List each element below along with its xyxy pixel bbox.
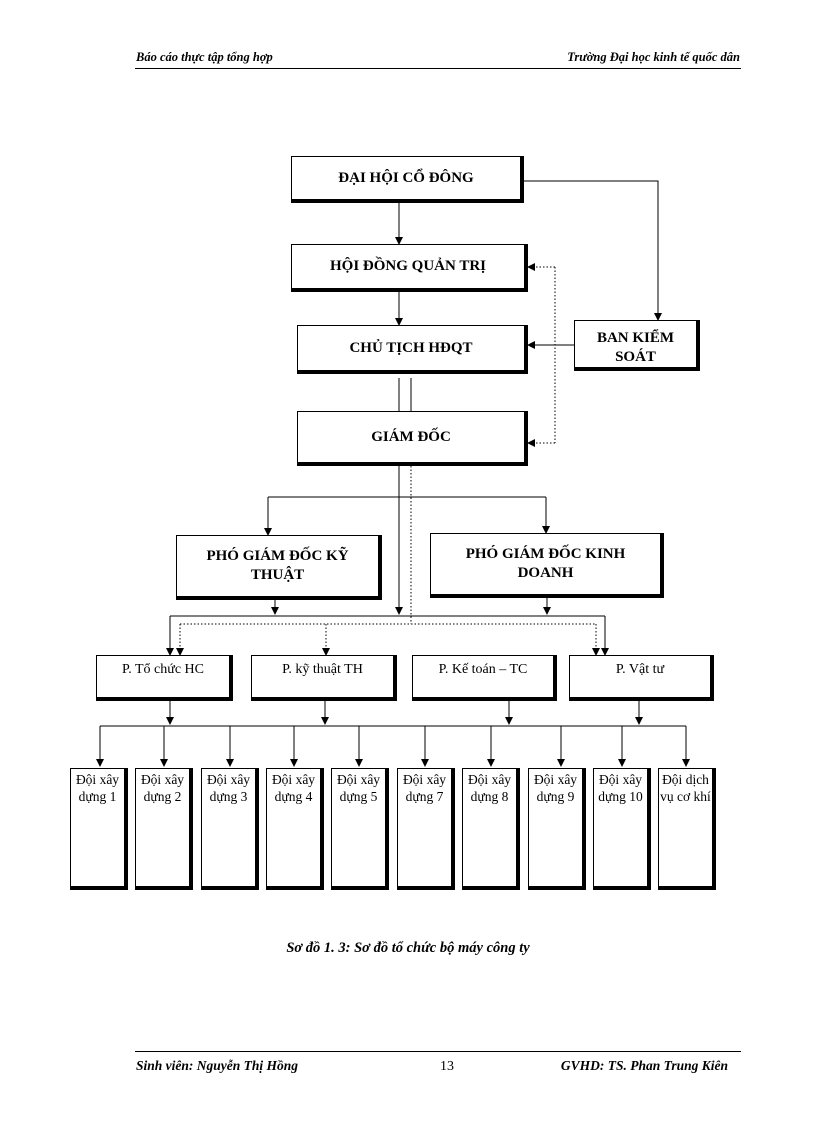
page-number: 13: [440, 1059, 454, 1074]
header-rule: [135, 68, 741, 69]
node-label: PHÓ GIÁM ĐỐC KỸ THUẬT: [206, 548, 349, 583]
footer-student: Sinh viên: Nguyễn Thị Hồng: [136, 1058, 299, 1073]
node-phong-ke-toan-tc: P. Kế toán – TC: [412, 655, 557, 701]
diagram-caption: Sơ đồ 1. 3: Sơ đồ tổ chức bộ máy công ty: [286, 940, 530, 956]
node-doi-xay-dung-4: Đội xây dựng 4: [266, 768, 324, 890]
node-phong-vat-tu: P. Vật tư: [569, 655, 714, 701]
footer-rule: [135, 1051, 741, 1052]
node-label: Đội xây dựng 10: [598, 772, 643, 804]
node-hoi-dong-quan-tri: HỘI ĐỒNG QUẢN TRỊ: [291, 244, 528, 292]
node-chu-tich-hdqt: CHỦ TỊCH HĐQT: [297, 325, 528, 374]
node-label: HỘI ĐỒNG QUẢN TRỊ: [330, 258, 486, 274]
node-label: Đội xây dựng 2: [140, 772, 185, 804]
node-label: Đội xây dựng 1: [75, 772, 120, 804]
node-pho-giam-doc-ky-thuat: PHÓ GIÁM ĐỐC KỸ THUẬT: [176, 535, 382, 600]
node-doi-dich-vu-co-khi: Đội dịch vụ cơ khí: [658, 768, 716, 890]
node-pho-giam-doc-kinh-doanh: PHÓ GIÁM ĐỐC KINH DOANH: [430, 533, 664, 598]
node-label: P. Kế toán – TC: [438, 662, 528, 677]
node-label: ĐẠI HỘI CỔ ĐÔNG: [338, 169, 474, 186]
node-phong-ky-thuat-th: P. kỹ thuật TH: [251, 655, 397, 701]
node-label: Đội xây dựng 8: [467, 772, 512, 804]
node-label: Đội xây dựng 7: [402, 772, 447, 804]
node-doi-xay-dung-2: Đội xây dựng 2: [135, 768, 193, 890]
node-dai-hoi-co-dong: ĐẠI HỘI CỔ ĐÔNG: [291, 156, 524, 203]
node-label: P. kỹ thuật TH: [282, 662, 363, 677]
node-doi-xay-dung-5: Đội xây dựng 5: [331, 768, 389, 890]
node-label: Đội xây dựng 9: [533, 772, 578, 804]
header-right: Trường Đại học kinh tế quốc dân: [567, 50, 740, 64]
node-label: PHÓ GIÁM ĐỐC KINH DOANH: [465, 546, 626, 581]
node-doi-xay-dung-7: Đội xây dựng 7: [397, 768, 455, 890]
node-label: Đội dịch vụ cơ khí: [660, 772, 711, 804]
node-label: CHỦ TỊCH HĐQT: [349, 339, 473, 356]
node-label: P. Vật tư: [615, 662, 665, 677]
node-giam-doc: GIÁM ĐỐC: [297, 411, 528, 466]
node-label: P. Tổ chức HC: [122, 662, 204, 677]
node-doi-xay-dung-9: Đội xây dựng 9: [528, 768, 586, 890]
node-doi-xay-dung-10: Đội xây dựng 10: [593, 768, 651, 890]
node-phong-to-chuc-hc: P. Tổ chức HC: [96, 655, 233, 701]
node-label: BAN KIỂM SOÁT: [596, 330, 675, 365]
node-label: Đội xây dựng 3: [206, 772, 251, 804]
node-label: Đội xây dựng 5: [336, 772, 381, 804]
node-doi-xay-dung-3: Đội xây dựng 3: [201, 768, 259, 890]
header-left: Báo cáo thực tập tổng hợp: [136, 50, 273, 64]
node-doi-xay-dung-8: Đội xây dựng 8: [462, 768, 520, 890]
node-label: GIÁM ĐỐC: [371, 428, 451, 445]
footer-advisor: GVHD: TS. Phan Trung Kiên: [560, 1058, 728, 1073]
node-doi-xay-dung-1: Đội xây dựng 1: [70, 768, 128, 890]
node-ban-kiem-soat: BAN KIỂM SOÁT: [574, 320, 700, 371]
node-label: Đội xây dựng 4: [271, 772, 316, 804]
